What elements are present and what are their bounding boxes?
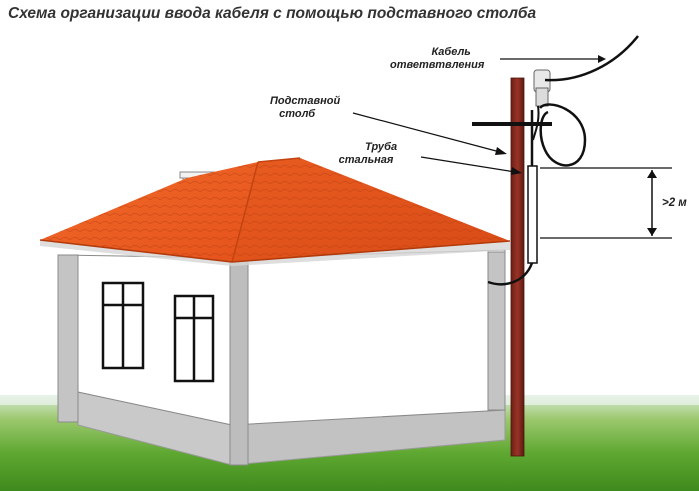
pole <box>510 77 525 457</box>
label-pipe-line2: стальная <box>338 154 394 166</box>
window-right <box>173 294 215 383</box>
wall-right <box>231 249 506 426</box>
steel-pipe <box>527 165 538 264</box>
height-dimension <box>540 167 672 239</box>
label-pipe-line1: Труба <box>365 141 398 153</box>
corner-column-left <box>57 254 79 423</box>
house <box>39 157 511 466</box>
window-left <box>101 281 145 370</box>
label-cable-line2: ответвтвления <box>390 59 485 71</box>
pole-equipment <box>472 35 639 286</box>
service-cable <box>487 262 534 286</box>
corner-column-right <box>487 251 506 411</box>
label-pipe: Труба стальная <box>339 141 398 167</box>
label-cable-line1: Кабель <box>431 46 471 58</box>
label-post-line1: Подставной <box>270 95 341 107</box>
label-height: >2 м <box>662 197 687 209</box>
branch-cable <box>544 35 639 82</box>
diagram-title: Схема организации ввода кабеля с помощью… <box>8 5 537 22</box>
eave <box>40 240 510 266</box>
label-post: Подставной столб <box>270 95 340 121</box>
corner-column-middle <box>229 257 249 466</box>
leader-arrows <box>352 55 606 175</box>
label-cable: Кабель ответвтвления <box>390 46 484 72</box>
label-post-line2: столб <box>279 108 316 120</box>
